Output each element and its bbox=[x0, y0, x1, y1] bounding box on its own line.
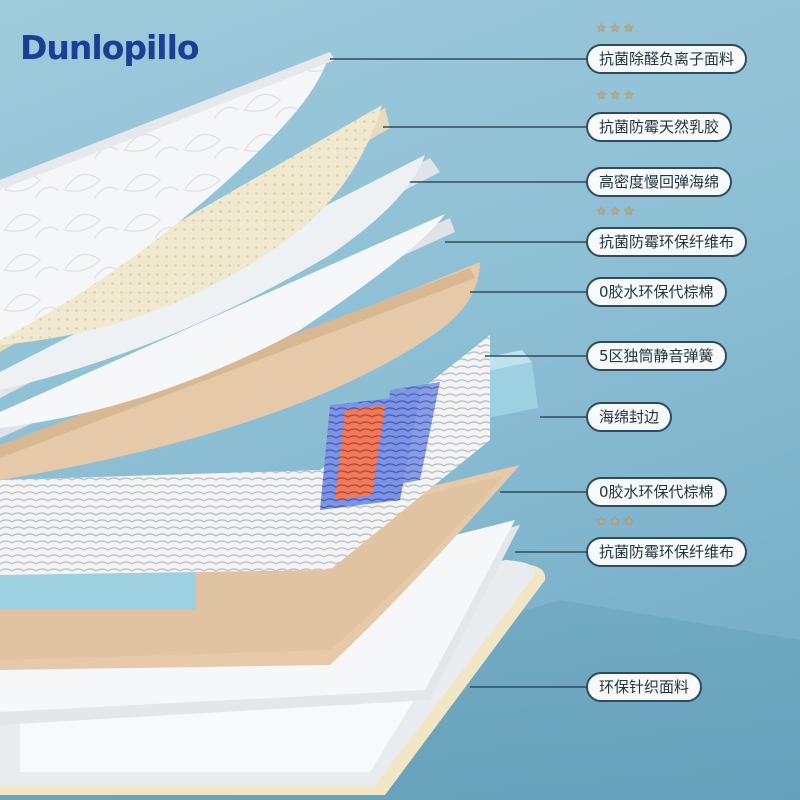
layer-label-latex: 抗菌防霉天然乳胶 bbox=[586, 112, 733, 142]
layer-label-foam-edge: 海绵封边 bbox=[586, 402, 673, 432]
layer-label-memory-foam: 高密度慢回弹海绵 bbox=[586, 167, 733, 197]
layer-label-fiber-cloth-lower: 抗菌防霉环保纤维布 bbox=[586, 537, 748, 567]
star-icon: ★★★ bbox=[596, 21, 638, 35]
layer-label-top-fabric: 抗菌除醛负离子面料 bbox=[586, 44, 748, 74]
layer-label-coconut-lower: 0胶水环保代棕棉 bbox=[586, 477, 727, 507]
star-icon: ★★★ bbox=[596, 514, 638, 528]
star-icon: ★★★ bbox=[596, 88, 638, 102]
layer-label-fiber-cloth-upper: 抗菌防霉环保纤维布 bbox=[586, 227, 748, 257]
layer-label-springs: 5区独筒静音弹簧 bbox=[586, 341, 727, 371]
layer-label-coconut-upper: 0胶水环保代棕棉 bbox=[586, 277, 727, 307]
layer-label-knit-fabric: 环保针织面料 bbox=[586, 672, 703, 702]
brand-logo: Dunlopillo bbox=[20, 28, 200, 67]
star-icon: ★★★ bbox=[596, 204, 638, 218]
